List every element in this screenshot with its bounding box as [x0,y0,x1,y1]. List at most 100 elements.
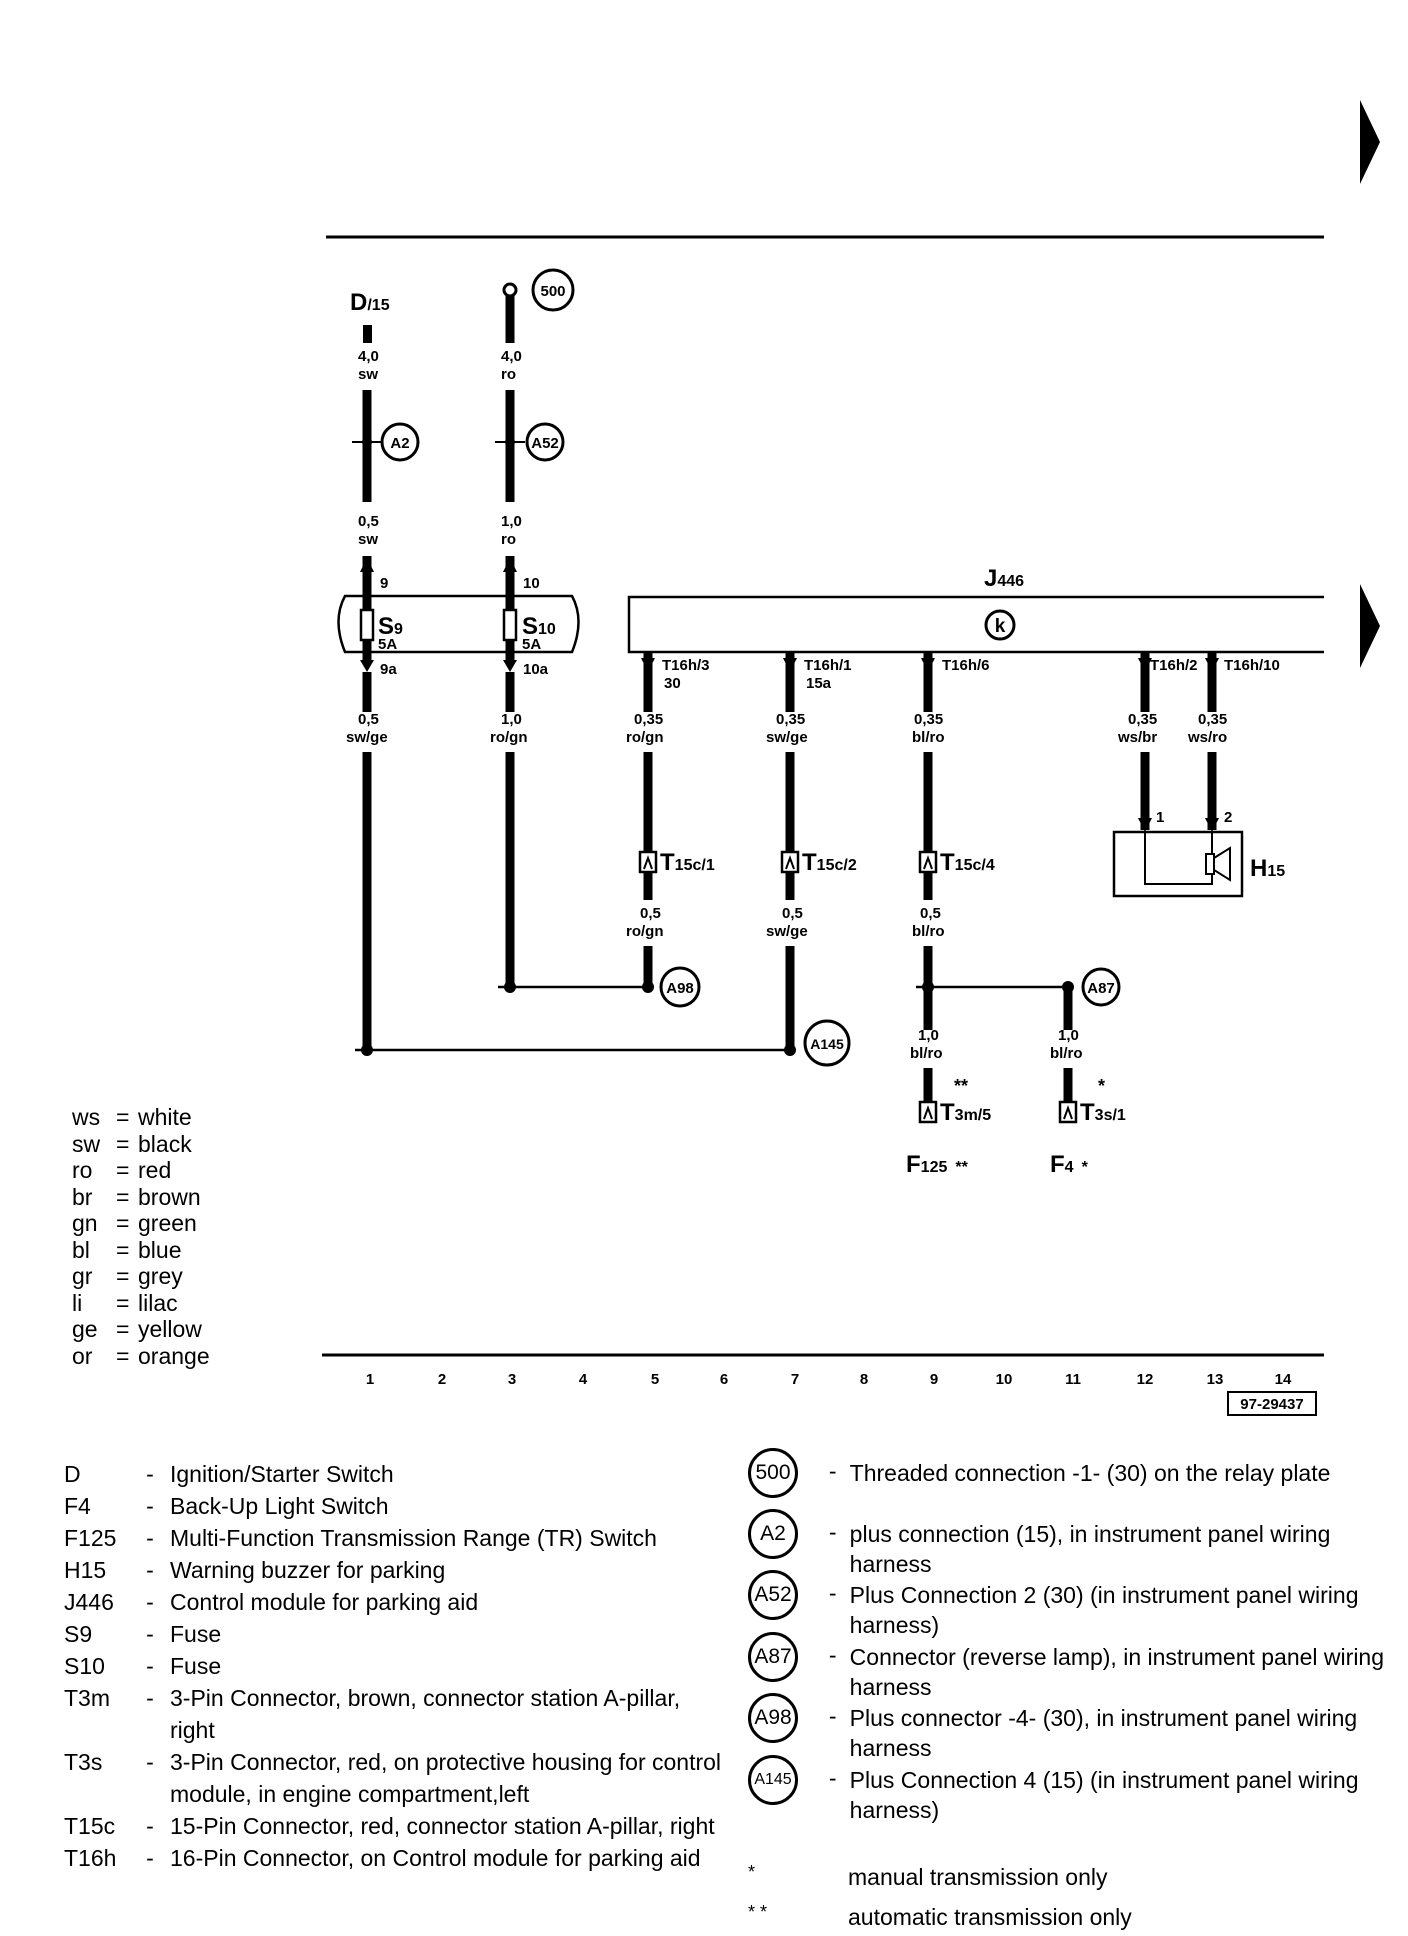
pin-label: T16h/10 [1224,657,1280,674]
color-abbr: sw [72,1130,101,1157]
dash: - [828,1765,837,1791]
s10-pin-in: 10 [523,575,540,592]
color-legend-row: bl=blue [72,1237,210,1264]
dash: - [146,1525,154,1551]
wire-size: 0,5 [358,711,379,728]
j446-module [627,595,1324,654]
t15c2-label: T15c/2 [802,849,857,876]
column-number: 7 [791,1371,799,1388]
dash: - [828,1519,837,1545]
component-legend-row: D -Ignition/Starter Switch [64,1458,730,1490]
k-symbol-icon: k [984,609,1016,641]
component-desc: Warning buzzer for parking [170,1557,446,1583]
f4-label: F4* [1050,1151,1089,1178]
wire-color: bl/ro [912,923,945,940]
dash: - [146,1749,154,1775]
column-number: 8 [860,1371,868,1388]
pin-label: T16h/1 [804,657,852,674]
dash: - [146,1461,154,1487]
connection-legend-row: A145 -Plus Connection 4 (15) (in instrume… [748,1755,1388,1825]
column-number: 3 [508,1371,516,1388]
color-name: yellow [138,1316,202,1342]
pin-label: T16h/2 [1150,657,1198,674]
connection-desc: Plus connector -4- (30), in instrument p… [849,1705,1358,1761]
component-code: S9 [64,1621,93,1647]
connection-badge: A2 [748,1509,798,1559]
h15-buzzer [1112,830,1244,898]
connection-legend-row: A87-Connector (reverse lamp), in instrum… [748,1632,1388,1702]
equals-sign: = [116,1104,130,1130]
component-code: T3s [64,1749,103,1775]
d15-label: D/15 [350,289,390,316]
component-legend-row: S10-Fuse [64,1650,730,1682]
h15-pin-2: 2 [1224,809,1232,826]
s9-pin-in: 9 [380,575,388,592]
equals-sign: = [116,1210,130,1236]
wire-color: sw/ge [766,923,808,940]
wire-size: 4,0 [358,348,379,365]
wire-size: 0,5 [920,905,941,922]
footnote-desc: automatic transmission only [848,1904,1132,1930]
component-code: F125 [64,1525,117,1551]
dash: - [146,1557,154,1583]
component-legend-row: T16h-16-Pin Connector, on Control module… [64,1842,730,1874]
page-arrow-top[interactable] [1360,100,1380,184]
component-code: D [64,1461,81,1487]
connection-legend-row: A52-Plus Connection 2 (30) (in instrumen… [748,1570,1388,1640]
component-desc: 15-Pin Connector, red, connector station… [170,1813,715,1839]
a2-connection: A2 [380,422,420,462]
page-arrow-middle[interactable] [1360,584,1380,668]
component-desc: Control module for parking aid [170,1589,479,1615]
wire-color: bl/ro [910,1045,943,1062]
component-code: T16h [64,1845,117,1871]
wire-color: sw [358,366,378,383]
s10-fuse [502,608,518,642]
connection-legend-row: A98-Plus connector -4- (30), in instrume… [748,1693,1388,1763]
dash: - [146,1685,154,1711]
t3s1-connector: T3s/1 [1058,1099,1126,1126]
wire-size: 0,35 [1128,711,1157,728]
s9-pin-out: 9a [380,661,397,678]
color-abbr: li [72,1289,83,1316]
s10-rating: 5A [522,636,541,653]
equals-sign: = [116,1342,130,1369]
connection-desc: Plus Connection 4 (15) (in instrument pa… [849,1767,1359,1823]
column-number: 5 [651,1371,659,1388]
column-number: 1 [366,1371,374,1388]
buzzer-icon [1213,846,1231,882]
component-legend-row: J446-Control module for parking aid [64,1586,730,1618]
s9-fuse [359,608,375,642]
connection-desc: Connector (reverse lamp), in instrument … [849,1644,1385,1700]
color-abbr: ge [72,1316,98,1342]
connection-badge: 500 [748,1448,798,1498]
dash: - [146,1589,154,1615]
connection-legend-row: A2-plus connection (15), in instrument p… [748,1509,1388,1579]
t15c4-label: T15c/4 [940,849,995,876]
wire-color: ws/br [1117,729,1157,746]
color-legend-row: or=orange [72,1343,210,1370]
component-desc: Ignition/Starter Switch [170,1461,394,1487]
dash: - [146,1621,154,1647]
component-code: T3m [64,1685,110,1711]
column-number: 13 [1207,1371,1224,1388]
wire-size: 1,0 [501,711,522,728]
color-legend-row: gr=grey [72,1263,210,1290]
color-legend-row: br=brown [72,1184,210,1211]
a52-connection: A52 [525,422,565,462]
color-name: blue [138,1236,182,1263]
wire-color: ro [501,366,516,383]
footnote-row: * *automatic transmission only [748,1902,1348,1932]
connection-badge: A87 [748,1632,798,1682]
component-desc: 3-Pin Connector, red, on protective hous… [170,1749,722,1807]
ref-code-box [1227,1391,1317,1416]
wire-size: 0,35 [914,711,943,728]
color-abbr: bl [72,1236,90,1263]
column-number: 6 [720,1371,728,1388]
equals-sign: = [116,1263,130,1289]
dash: - [146,1493,154,1519]
connection-badge: A145 [748,1755,798,1805]
s10-pin-out: 10a [523,661,549,678]
